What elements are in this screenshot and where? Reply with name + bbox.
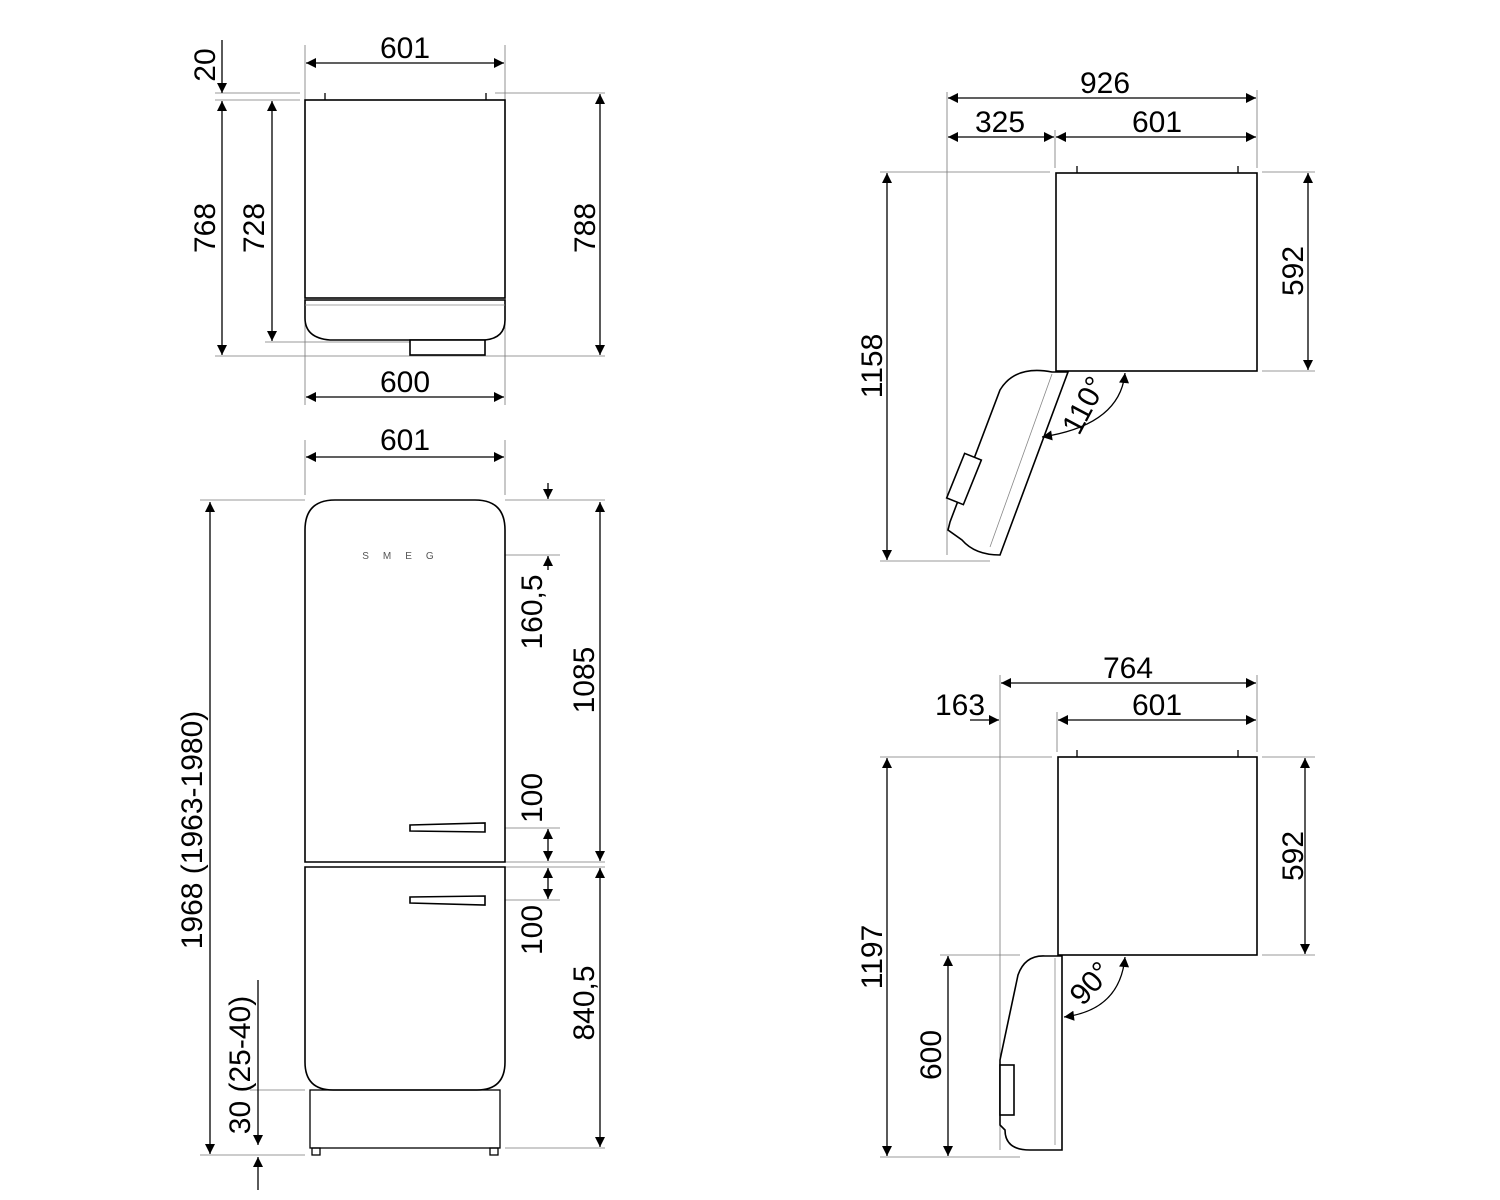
smeg-logo: SMEG: [362, 551, 447, 562]
dim-728: 728: [238, 203, 271, 253]
open-door-90: [999, 955, 1063, 1151]
handle-110: [945, 452, 983, 506]
door-top: [304, 299, 506, 341]
dim-163: 163: [935, 689, 985, 722]
dim-601-plan-90: 601: [1132, 689, 1182, 722]
dim-600: 600: [380, 366, 430, 399]
front-view: SMEG 601 1968 (1963-1980) 30 (25-40) 160…: [176, 424, 605, 1190]
dim-30: 30 (25-40): [224, 996, 257, 1134]
open-door-110: [947, 369, 1070, 556]
dim-926: 926: [1080, 67, 1130, 100]
dim-768: 768: [189, 203, 222, 253]
fridge-plan-body-90: [1057, 756, 1258, 956]
fridge-upper-door: [304, 499, 506, 863]
dim-592-110: 592: [1277, 246, 1310, 296]
dim-600-plan: 600: [915, 1030, 948, 1080]
top-view: 601 20 768 728 788 600: [189, 32, 605, 405]
handle-lower: [409, 895, 486, 906]
fridge-base: [309, 1089, 501, 1149]
dim-325: 325: [975, 106, 1025, 139]
handle-top: [409, 339, 486, 356]
handle-90: [999, 1064, 1015, 1116]
dim-788: 788: [569, 203, 602, 253]
fridge-plan-body-110: [1055, 172, 1258, 372]
dim-601-top: 601: [380, 32, 430, 65]
handle-upper: [409, 822, 486, 833]
dim-840-5: 840,5: [568, 965, 601, 1040]
dim-1158: 1158: [856, 334, 889, 399]
plan-view-110: 110° 926 325 601 592 1158: [856, 67, 1315, 562]
dim-160-5: 160,5: [516, 574, 549, 649]
plan-view-90: 90° 764 163 601 592 1197 600: [856, 652, 1315, 1158]
dim-20: 20: [189, 48, 222, 81]
dim-1968: 1968 (1963-1980): [176, 711, 209, 950]
dim-592-90: 592: [1277, 831, 1310, 881]
dim-1197: 1197: [856, 925, 889, 990]
dim-601-front: 601: [380, 424, 430, 457]
fridge-top-body: [304, 99, 506, 299]
dim-764: 764: [1103, 652, 1153, 685]
dim-1085: 1085: [568, 647, 601, 714]
angle-90: 90°: [1063, 956, 1118, 1012]
dim-601-plan-110: 601: [1132, 106, 1182, 139]
dim-100-upper: 100: [516, 773, 549, 823]
dim-100-lower: 100: [516, 905, 549, 955]
